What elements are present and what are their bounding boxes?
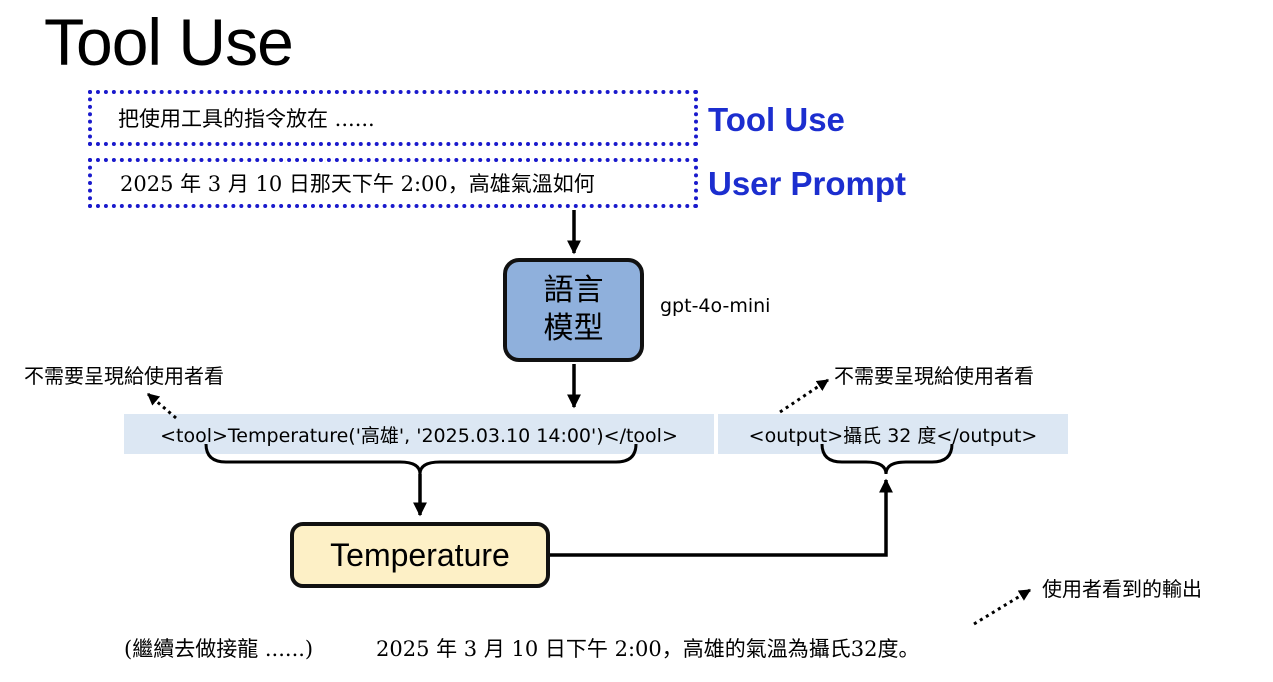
user-prompt-label: User Prompt xyxy=(708,165,907,202)
continue-text: (繼續去做接龍 ......) xyxy=(124,637,314,661)
dotted-arrow-right xyxy=(779,378,829,414)
temperature-tool-label: Temperature xyxy=(330,536,510,573)
dotted-arrow-output xyxy=(973,588,1032,626)
tool-output-tag: <output>攝氏 32 度</output> xyxy=(718,414,1068,454)
page-title: Tool Use xyxy=(44,5,294,79)
user-prompt-box: 2025 年 3 月 10 日那天下午 2:00，高雄氣溫如何 xyxy=(88,158,698,208)
hidden-note-right: 不需要呈現給使用者看 xyxy=(834,364,1034,388)
brace-tool-output xyxy=(820,443,954,475)
tool-use-label: Tool Use xyxy=(708,101,845,138)
temperature-tool-box: Temperature xyxy=(290,522,550,588)
language-model-line2: 模型 xyxy=(543,311,604,346)
tool-call-text: <tool>Temperature('高雄', '2025.03.10 14:0… xyxy=(160,424,678,447)
tool-output-text: <output>攝氏 32 度</output> xyxy=(748,424,1038,447)
tool-use-instruction-box: 把使用工具的指令放在 ...... xyxy=(88,90,698,146)
brace-tool-call xyxy=(204,443,638,475)
hidden-note-left: 不需要呈現給使用者看 xyxy=(24,364,224,388)
user-visible-note: 使用者看到的輸出 xyxy=(1042,577,1202,601)
language-model-line1: 語言 xyxy=(543,273,604,308)
tool-call-tag: <tool>Temperature('高雄', '2025.03.10 14:0… xyxy=(124,414,714,454)
model-name: gpt-4o-mini xyxy=(660,295,771,317)
arrow-tool-to-output xyxy=(550,478,893,557)
tool-use-instruction-text: 把使用工具的指令放在 ...... xyxy=(118,107,375,131)
language-model-box: 語言 模型 xyxy=(503,258,644,362)
dotted-arrow-left xyxy=(147,392,177,420)
user-prompt-text: 2025 年 3 月 10 日那天下午 2:00，高雄氣溫如何 xyxy=(120,172,595,196)
final-output-text: 2025 年 3 月 10 日下午 2:00，高雄的氣溫為攝氏32度。 xyxy=(376,637,920,661)
